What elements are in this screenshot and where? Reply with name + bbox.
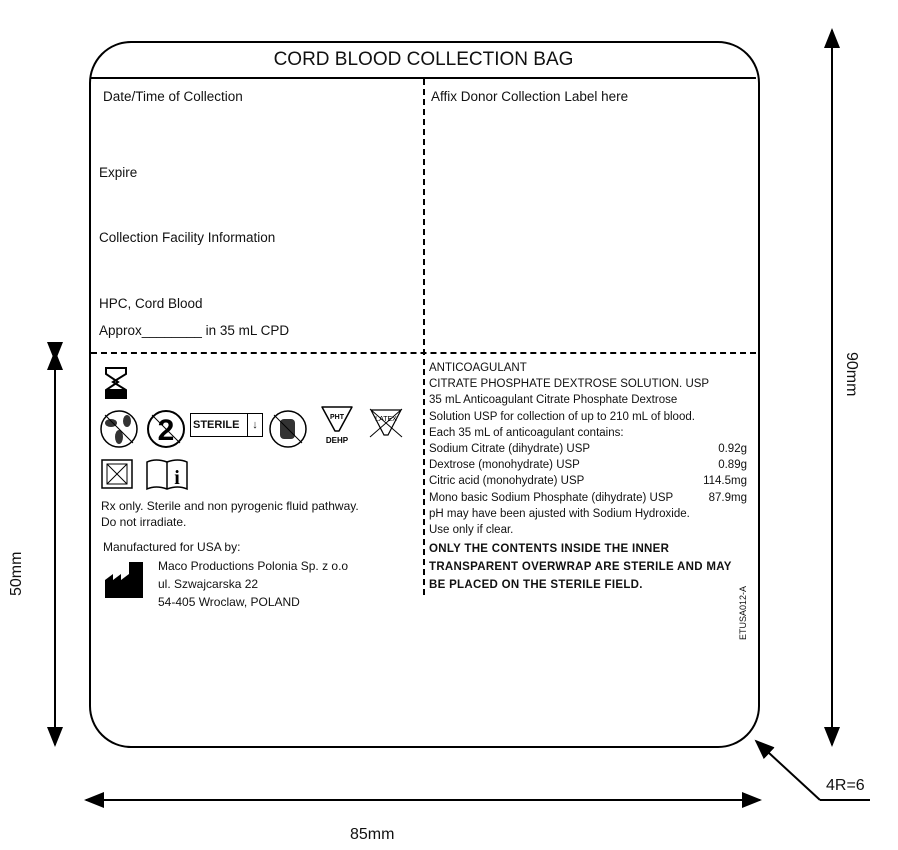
anticoagulant-info: ANTICOAGULANT CITRATE PHOSPHATE DEXTROSE… (429, 360, 747, 594)
vertical-divider (423, 79, 425, 595)
manufacturer-icon (105, 562, 143, 598)
ingredient-name: Dextrose (monohydrate) USP (429, 459, 580, 472)
text-line: 35 mL Anticoagulant Citrate Phosphate De… (429, 394, 678, 407)
address-line: Maco Productions Polonia Sp. z o.o (158, 559, 349, 573)
text-line: pH may have been ajusted with Sodium Hyd… (429, 507, 690, 520)
width-85mm-label: 85mm (350, 826, 395, 843)
expire-field: Expire (99, 165, 138, 180)
ingredient-row: Citric acid (monohydrate) USP 114.5mg (429, 473, 747, 489)
label-outline (89, 41, 760, 748)
text-line: Solution USP for collection of up to 210… (429, 410, 695, 423)
corner-radius-label: 4R=6 (826, 777, 865, 794)
label-title: CORD BLOOD COLLECTION BAG (91, 43, 756, 79)
warning-line: ONLY THE CONTENTS INSIDE THE INNER (429, 543, 670, 556)
ingredient-name: Citric acid (monohydrate) USP (429, 475, 585, 488)
pht-dehp-icon: PHT DEHP (321, 406, 353, 445)
facility-field: Collection Facility Information (99, 230, 276, 245)
text-line: Each 35 mL of anticoagulant contains: (429, 426, 624, 439)
do-not-resterilize-icon (269, 410, 307, 448)
svg-text:DEHP: DEHP (326, 436, 349, 445)
heading: CITRATE PHOSPHATE DEXTROSE SOLUTION. USP (429, 378, 710, 391)
ingredient-row: Dextrose (monohydrate) USP 0.89g (429, 457, 747, 473)
svg-text:LATEX: LATEX (375, 416, 397, 423)
ingredient-row: Mono basic Sodium Phosphate (dihydrate) … (429, 490, 747, 506)
ingredient-amount: 0.92g (718, 443, 747, 456)
sterile-icon: STERILE↓ (190, 413, 263, 437)
svg-text:PHT: PHT (330, 414, 345, 421)
ingredient-name: Mono basic Sodium Phosphate (dihydrate) … (429, 491, 674, 504)
manufacturer-address: Maco Productions Polonia Sp. z o.o ul. Sz… (158, 557, 348, 611)
heading: ANTICOAGULANT (429, 362, 527, 374)
rx-only-text: Rx only. Sterile and non pyrogenic fluid… (101, 499, 359, 513)
do-not-irradiate-text: Do not irradiate. (101, 515, 187, 529)
address-line: ul. Szwajcarska 22 (158, 577, 259, 591)
warning-line: TRANSPARENT OVERWRAP ARE STERILE AND MAY (429, 561, 732, 574)
height-50mm-label: 50mm (8, 551, 25, 596)
address-line: 54-405 Wroclaw, POLAND (158, 595, 300, 609)
product-name: HPC, Cord Blood (99, 296, 203, 311)
consult-instructions-icon: i (146, 459, 188, 491)
manufactured-for-text: Manufactured for USA by: (103, 540, 241, 554)
svg-text:i: i (174, 467, 180, 489)
affix-label-area: Affix Donor Collection Label here (431, 89, 629, 104)
do-not-reuse-icon: 2 (147, 410, 185, 448)
non-pyrogenic-icon (100, 410, 138, 448)
svg-text:2: 2 (158, 414, 175, 447)
ingredient-amount: 0.89g (718, 459, 747, 472)
latex-free-icon: LATEX (369, 408, 403, 438)
expiry-hourglass-icon (105, 367, 127, 399)
text-line: Use only if clear. (429, 524, 514, 537)
date-time-field: Date/Time of Collection (103, 89, 243, 104)
ingredient-amount: 114.5mg (703, 475, 747, 488)
horizontal-divider (91, 352, 756, 354)
ingredient-name: Sodium Citrate (dihydrate) USP (429, 443, 591, 456)
approx-volume: Approx________ in 35 mL CPD (99, 323, 290, 338)
ingredient-amount: 87.9mg (708, 491, 747, 504)
height-90mm-label: 90mm (843, 352, 860, 397)
warning-line: BE PLACED ON THE STERILE FIELD. (429, 579, 643, 592)
ingredient-row: Sodium Citrate (dihydrate) USP 0.92g (429, 441, 747, 457)
keep-dry-icon (101, 459, 133, 489)
sterile-text: STERILE (193, 419, 240, 431)
